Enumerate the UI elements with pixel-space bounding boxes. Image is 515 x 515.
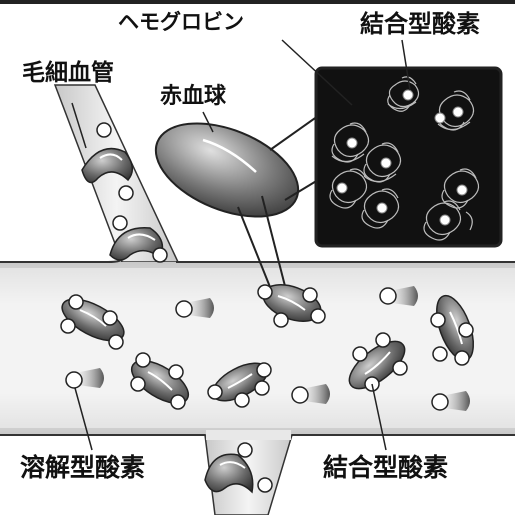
hemoglobin-inset: [316, 68, 501, 246]
label-bound-oxygen-bottom: 結合型酸素: [323, 455, 448, 480]
dissolved-oxygen: [176, 298, 214, 318]
top-border: [0, 0, 515, 4]
label-capillary: 毛細血管: [22, 62, 114, 85]
label-hemoglobin: ヘモグロビン: [118, 12, 244, 33]
large-red-blood-cell: [142, 105, 311, 235]
label-red-blood-cell: 赤血球: [160, 86, 226, 108]
label-dissolved-oxygen: 溶解型酸素: [20, 455, 145, 480]
label-bound-oxygen-top: 結合型酸素: [360, 12, 480, 36]
dissolved-oxygen: [292, 384, 330, 404]
dissolved-oxygen: [380, 286, 418, 306]
dissolved-oxygen: [432, 391, 470, 411]
